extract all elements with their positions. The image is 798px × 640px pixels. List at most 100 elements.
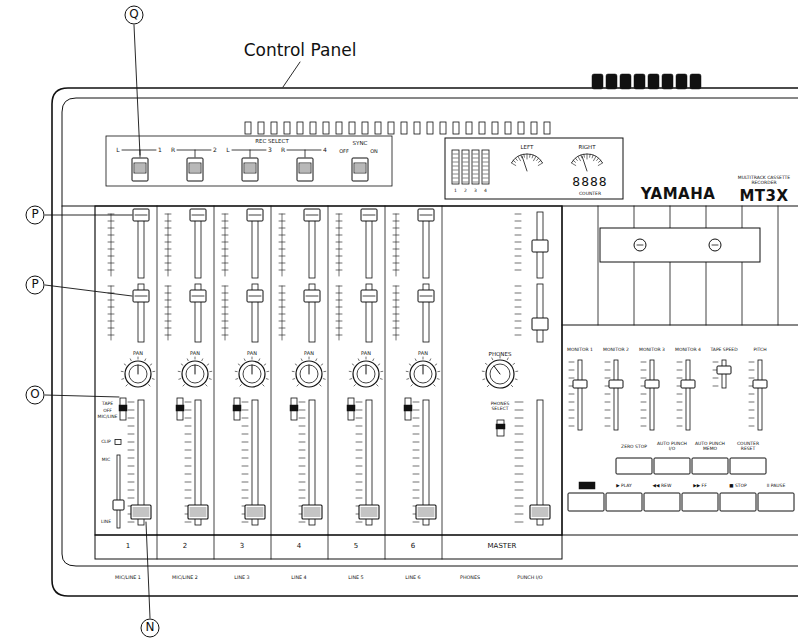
fader-tick (185, 410, 191, 411)
slider-tick (749, 418, 754, 419)
fader-tick (242, 426, 248, 427)
cap-line (135, 215, 147, 216)
switch-lever (189, 163, 201, 173)
knob-tick (187, 359, 189, 361)
fader-tick (242, 402, 248, 403)
switch-label: REC SELECT (255, 138, 289, 144)
fader-rib (133, 508, 149, 509)
strip-divider (328, 535, 329, 559)
bar-segment (483, 154, 488, 155)
aux-slider-cap (304, 209, 320, 221)
fader-tick (128, 522, 134, 523)
fader-rib (190, 512, 206, 513)
bar-segment (453, 162, 458, 163)
knob-tick (178, 371, 180, 372)
slider-tick (569, 362, 574, 363)
fader-tick (185, 402, 191, 403)
switch-lever (299, 163, 311, 173)
fader-rib (418, 512, 434, 513)
knob-tick (354, 385, 355, 386)
cap-line (363, 215, 375, 216)
knob-tick (411, 385, 412, 386)
vu-tick (573, 160, 575, 162)
knob-label: PAN (418, 351, 428, 357)
bar-segment (483, 162, 488, 163)
fader-tick (299, 410, 305, 411)
fader-tick (128, 442, 134, 443)
knob-tick (321, 364, 323, 365)
button-label: ◀◀ REW (653, 484, 672, 489)
callout-letter: N (146, 621, 155, 634)
slider-label: MONITOR 2 (603, 348, 629, 353)
fader-tick (356, 450, 362, 451)
bar-segment (463, 182, 468, 183)
fader-rib (190, 508, 206, 509)
fader-tick (356, 410, 362, 411)
fader-rib (418, 510, 434, 511)
fader-tick (515, 426, 523, 427)
fader-rib (247, 516, 263, 517)
vu-needle (582, 156, 587, 171)
led-indicator (284, 122, 290, 134)
knob-tick (292, 371, 294, 372)
led-indicator (505, 122, 511, 134)
knob-pointer (252, 365, 253, 374)
select-bracket (195, 150, 196, 157)
fader-tick (185, 466, 191, 467)
fader-rib (304, 516, 320, 517)
switch-lever (496, 424, 505, 429)
knob-tick (515, 378, 517, 380)
fader-tick (185, 418, 191, 419)
switch-lever (176, 405, 184, 411)
aux-slot (195, 212, 201, 278)
channel-divider (271, 206, 272, 535)
fader-tick (299, 490, 305, 491)
meter-number: 3 (474, 189, 477, 194)
fader-tick (185, 522, 191, 523)
fader-tick (515, 458, 523, 459)
led-indicator (375, 122, 381, 134)
led-indicator (297, 122, 303, 134)
switch-lever (119, 405, 127, 411)
channel-number: 1 (126, 543, 130, 551)
pan-knob (353, 361, 379, 387)
vu-tick (598, 160, 600, 162)
fader-cap (131, 505, 151, 519)
input-switch (120, 398, 126, 420)
track-label: 1 (158, 147, 162, 154)
vu-tick (598, 163, 602, 166)
slider-tick (749, 402, 754, 403)
track-label: 2 (213, 147, 217, 154)
fader-rib (247, 512, 263, 513)
knob-tick (429, 359, 431, 361)
scale-tick (515, 335, 521, 336)
fader-tick (515, 442, 523, 443)
input-switch (177, 398, 183, 420)
knob-cap (357, 365, 375, 383)
strip-divider (157, 535, 158, 559)
knob-tick (258, 359, 260, 361)
scale-tick (515, 293, 521, 294)
jack-label: LINE 5 (348, 575, 363, 580)
led-indicator (245, 122, 251, 134)
led-indicator (336, 122, 342, 134)
knob-tick (126, 385, 127, 386)
channel-divider (328, 206, 329, 535)
knob-label: PAN (361, 351, 371, 357)
slider-tick (605, 410, 610, 411)
vu-tick (594, 156, 597, 160)
vu-tick (537, 158, 539, 160)
fader-tick (242, 450, 248, 451)
leader-line (45, 395, 119, 397)
slider-cap (753, 380, 767, 388)
select-bracket (250, 150, 251, 157)
strip-divider (385, 535, 386, 559)
switch-rib (190, 169, 200, 170)
switch-rib (245, 169, 255, 170)
vu-tick (527, 154, 528, 159)
knob-tick (263, 385, 264, 386)
vu-tick (515, 158, 517, 160)
leader-line (45, 285, 132, 296)
fader-rib (361, 510, 377, 511)
fader-rib (304, 510, 320, 511)
